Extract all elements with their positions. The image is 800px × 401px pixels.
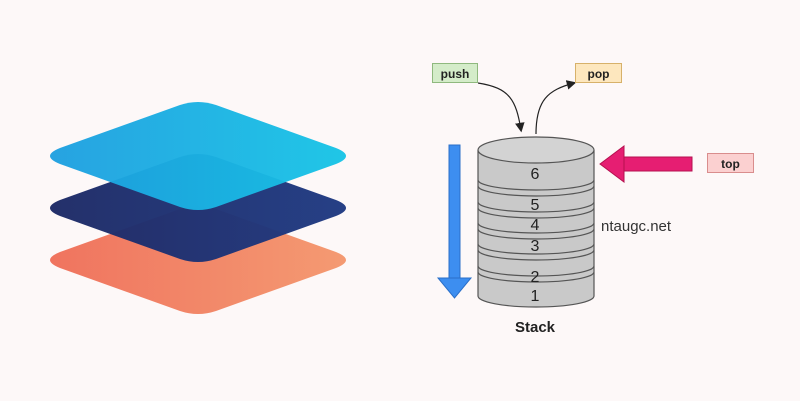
push-label: push xyxy=(432,63,478,83)
stack-item-5: 5 xyxy=(530,197,540,214)
layer-top xyxy=(50,102,346,210)
stack-item-2: 2 xyxy=(530,269,540,286)
push-arrow xyxy=(477,82,525,133)
stack-item-1: 1 xyxy=(530,288,540,305)
pop-arrow xyxy=(535,80,577,135)
down-arrow-icon xyxy=(436,144,473,299)
top-label: top xyxy=(707,153,754,173)
pop-label: pop xyxy=(575,63,622,83)
top-pointer-arrow xyxy=(599,145,693,183)
stack-item-6: 6 xyxy=(530,166,540,183)
stack-caption: Stack xyxy=(514,319,556,336)
layers-icon xyxy=(50,102,346,314)
stack-cylinder xyxy=(477,136,595,308)
watermark-text: ntaugc.net xyxy=(601,218,672,235)
stack-item-4: 4 xyxy=(530,217,540,234)
stack-item-3: 3 xyxy=(530,238,540,255)
